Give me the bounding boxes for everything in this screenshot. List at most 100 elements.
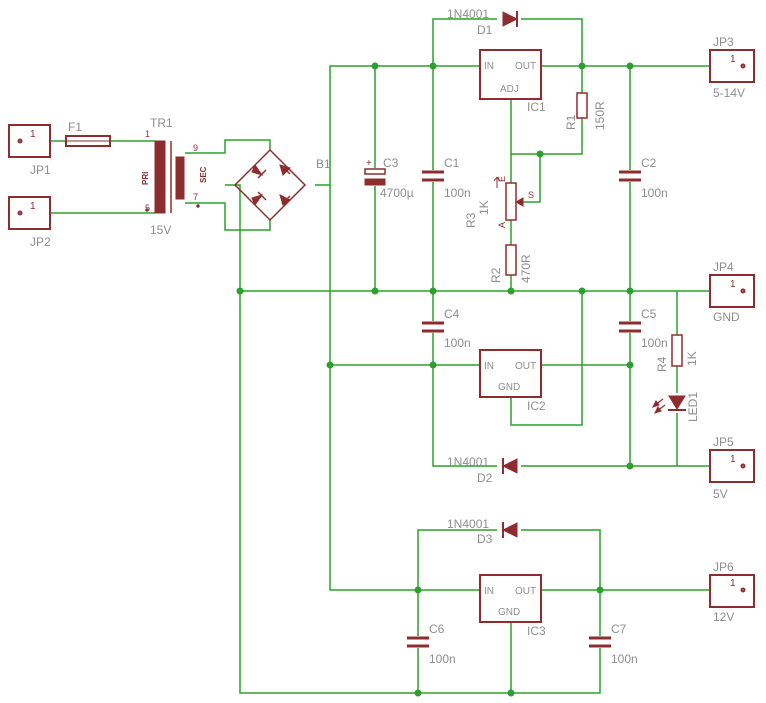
capacitor-name: C7 bbox=[611, 622, 627, 636]
connector-pin: 1 bbox=[30, 201, 36, 212]
connector-jp2: 1 JP2 bbox=[8, 196, 51, 249]
diode-name: D2 bbox=[477, 471, 493, 485]
capacitor-value: 4700µ bbox=[380, 186, 414, 200]
junctions bbox=[236, 62, 634, 697]
regulator-out: OUT bbox=[515, 586, 536, 597]
led-led1: LED1 bbox=[652, 392, 700, 422]
potentiometer-r3: R3 1K A E S bbox=[464, 176, 534, 228]
resistor-name: R2 bbox=[489, 267, 503, 283]
diode-d3: 1N4001 D3 bbox=[447, 517, 518, 546]
regulator-ic1: IN OUT ADJ IC1 bbox=[479, 49, 546, 114]
capacitor-c2: C2 100n bbox=[619, 156, 668, 200]
connector-name: JP4 bbox=[713, 260, 734, 274]
resistor-r1: R1 150R bbox=[564, 92, 607, 130]
regulator-in: IN bbox=[484, 586, 494, 597]
connector-name: JP3 bbox=[713, 35, 734, 49]
potentiometer-name: R3 bbox=[464, 212, 478, 228]
regulator-ref: GND bbox=[498, 382, 520, 393]
transformer-sec: SEC bbox=[199, 166, 208, 183]
potentiometer-value: 1K bbox=[477, 200, 491, 215]
capacitor-name: C4 bbox=[444, 307, 460, 321]
diode-value: 1N4001 bbox=[447, 455, 489, 469]
diode-value: 1N4001 bbox=[447, 7, 489, 21]
transformer-pri: PRI bbox=[141, 172, 150, 185]
capacitor-name: C3 bbox=[383, 156, 399, 170]
connector-label: 5-14V bbox=[713, 86, 745, 100]
diode-d2: 1N4001 D2 bbox=[447, 455, 518, 485]
connector-pin: 1 bbox=[730, 454, 736, 465]
light-arrows-icon bbox=[652, 398, 666, 414]
capacitor-c6: C6 100n bbox=[407, 622, 456, 666]
connector-pin: 1 bbox=[730, 54, 736, 65]
transformer-pin: 7 bbox=[193, 192, 198, 202]
regulator-ic3: IN OUT GND IC3 bbox=[479, 574, 546, 638]
potentiometer-pin-a: A bbox=[497, 222, 507, 228]
diode-name: D1 bbox=[477, 23, 493, 37]
connector-jp1: 1 JP1 bbox=[8, 124, 51, 177]
regulator-ref: GND bbox=[498, 607, 520, 618]
capacitor-c4: C4 100n bbox=[422, 307, 471, 350]
potentiometer-pin-e: E bbox=[497, 176, 507, 182]
capacitor-c5: C5 100n bbox=[619, 307, 668, 350]
capacitor-name: C1 bbox=[444, 156, 460, 170]
connector-name: JP2 bbox=[30, 235, 51, 249]
capacitor-value: 100n bbox=[444, 336, 471, 350]
connector-label: 5V bbox=[713, 487, 728, 501]
transformer-tr1: TR1 15V PRI SEC 1 5 9 7 bbox=[141, 116, 208, 237]
led-name: LED1 bbox=[686, 392, 700, 422]
capacitor-value: 100n bbox=[429, 652, 456, 666]
capacitor-name: C6 bbox=[429, 622, 445, 636]
capacitor-value: 100n bbox=[641, 336, 668, 350]
regulator-name: IC1 bbox=[527, 100, 546, 114]
transformer-pin: 5 bbox=[145, 203, 150, 213]
regulator-name: IC3 bbox=[527, 624, 546, 638]
regulator-out: OUT bbox=[515, 61, 536, 72]
diode-d1: 1N4001 D1 bbox=[447, 7, 519, 37]
capacitor-polarity: + bbox=[366, 158, 372, 169]
regulator-ref: ADJ bbox=[500, 84, 519, 95]
connector-name: JP6 bbox=[713, 560, 734, 574]
capacitor-name: C5 bbox=[641, 307, 657, 321]
potentiometer-pin-s: S bbox=[528, 190, 534, 200]
connector-pin: 1 bbox=[730, 578, 736, 589]
fuse-f1: F1 bbox=[65, 120, 111, 147]
connector-label: GND bbox=[713, 310, 740, 324]
connector-pin: 1 bbox=[730, 279, 736, 290]
transformer-pin: 9 bbox=[193, 143, 198, 153]
connector-pin: 1 bbox=[30, 129, 36, 140]
capacitor-c7: C7 100n bbox=[589, 622, 638, 666]
connector-jp5: 1 JP5 5V bbox=[709, 435, 755, 501]
capacitor-value: 100n bbox=[444, 186, 471, 200]
connector-name: JP1 bbox=[30, 163, 51, 177]
resistor-name: R4 bbox=[655, 356, 669, 372]
connector-label: 12V bbox=[713, 610, 734, 624]
fuse-name: F1 bbox=[68, 120, 82, 134]
bridge-b1: B1 bbox=[233, 148, 331, 222]
regulator-ic2: IN OUT GND IC2 bbox=[479, 349, 546, 413]
connector-jp4: 1 JP4 GND bbox=[709, 260, 755, 324]
resistor-name: R1 bbox=[564, 114, 578, 130]
capacitor-c1: C1 100n bbox=[422, 156, 471, 200]
resistor-value: 1K bbox=[685, 351, 699, 366]
connector-name: JP5 bbox=[713, 435, 734, 449]
connector-jp3: 1 JP3 5-14V bbox=[709, 35, 755, 100]
resistor-value: 470R bbox=[519, 254, 533, 283]
resistor-value: 150R bbox=[593, 101, 607, 130]
transformer-pin: 1 bbox=[145, 129, 150, 139]
transformer-value: 15V bbox=[150, 223, 171, 237]
regulator-out: OUT bbox=[515, 361, 536, 372]
capacitor-c3: + C3 4700µ bbox=[364, 156, 414, 200]
regulator-in: IN bbox=[484, 61, 494, 72]
diode-value: 1N4001 bbox=[447, 517, 489, 531]
capacitor-value: 100n bbox=[611, 652, 638, 666]
resistor-r2: R2 470R bbox=[489, 244, 533, 283]
regulator-name: IC2 bbox=[527, 399, 546, 413]
capacitor-name: C2 bbox=[641, 156, 657, 170]
connector-jp6: 1 JP6 12V bbox=[709, 560, 755, 624]
resistor-r4: R4 1K bbox=[655, 334, 699, 372]
capacitor-value: 100n bbox=[641, 186, 668, 200]
wires bbox=[50, 18, 710, 694]
bridge-name: B1 bbox=[316, 157, 331, 171]
regulator-in: IN bbox=[484, 361, 494, 372]
